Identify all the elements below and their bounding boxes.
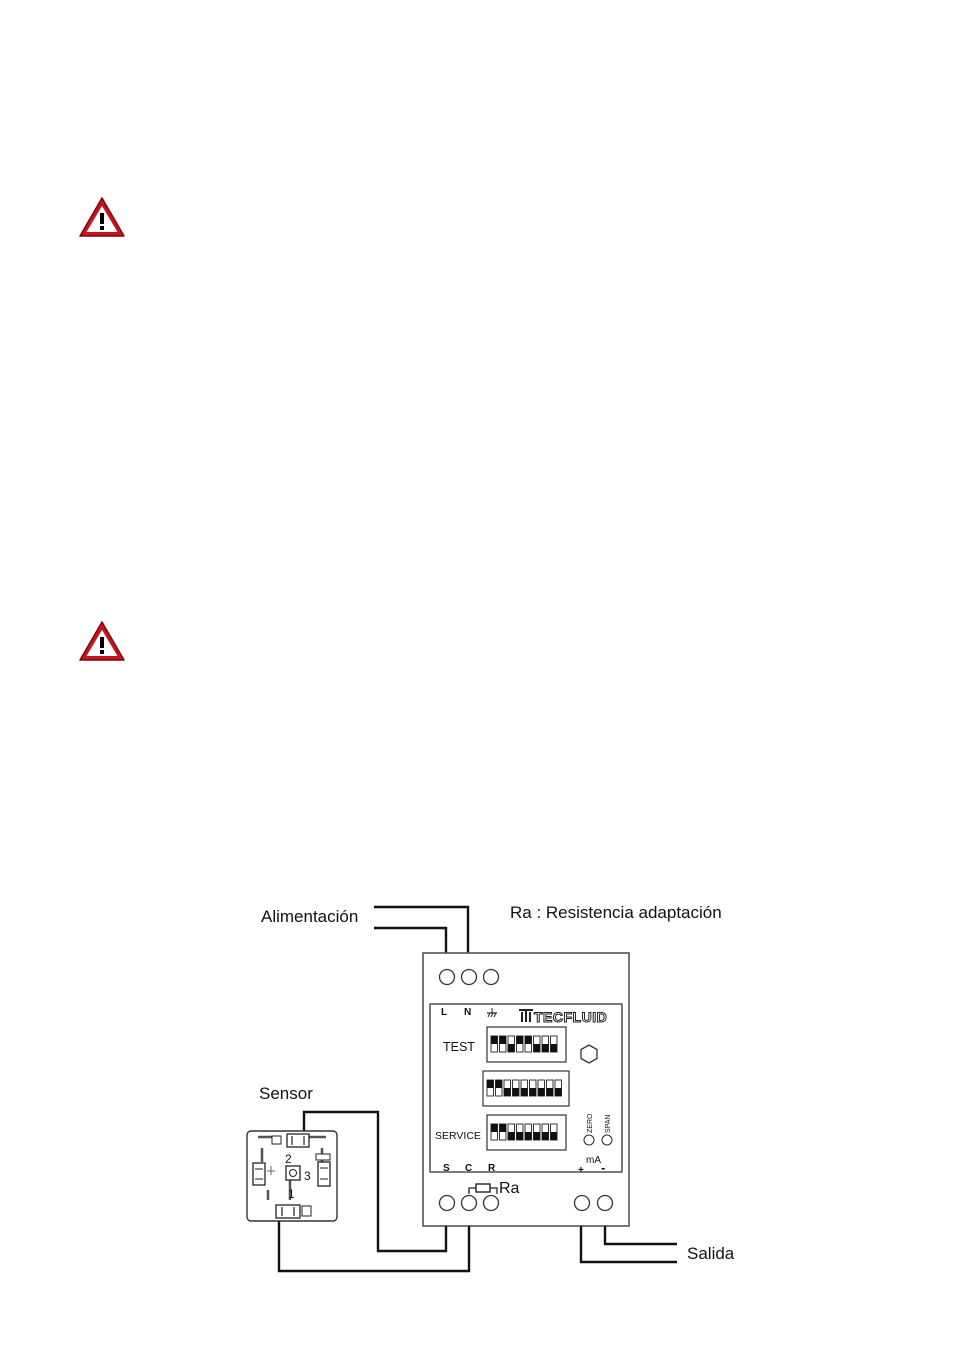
output-wire-plus	[579, 1226, 677, 1264]
span-potentiometer	[601, 1134, 613, 1146]
terminal-minus	[596, 1194, 614, 1212]
dip-switch-knob	[504, 1088, 511, 1096]
power-wire-n	[374, 905, 470, 953]
dip-switch-knob	[542, 1132, 549, 1140]
warning-triangle-icon	[79, 621, 125, 661]
terminal-r-label: R	[488, 1163, 496, 1174]
power-wire-l	[374, 926, 448, 953]
dip-switch-knob	[508, 1044, 515, 1052]
terminal-minus-label: -	[601, 1160, 605, 1175]
sensor-pin-1-label: 1	[288, 1187, 295, 1201]
sensor-pin-3-label: 3	[304, 1169, 311, 1183]
dip-switch-knob	[521, 1088, 528, 1096]
terminal-plus	[573, 1194, 591, 1212]
terminal-ground	[482, 968, 500, 986]
terminal-r	[482, 1194, 500, 1212]
dip-switch-knob	[516, 1036, 523, 1044]
tecfluid-logo: TECFLUID	[519, 1009, 607, 1026]
dip-switch-knob	[495, 1080, 502, 1088]
fixing-screw-icon	[580, 1044, 598, 1064]
span-label: SPAN	[605, 1114, 612, 1133]
ra-resistor-icon	[475, 1183, 491, 1193]
sensor-wire-s	[302, 1110, 448, 1253]
terminal-c-label: C	[465, 1163, 472, 1174]
dip-switch-knob	[529, 1088, 536, 1096]
dip-switch-knob	[533, 1132, 540, 1140]
dip-switch-knob	[508, 1132, 515, 1140]
dip-switch-knob	[546, 1088, 553, 1096]
dip-switch-knob	[550, 1132, 557, 1140]
output-wire-minus	[603, 1226, 677, 1246]
label-ra: Ra	[499, 1180, 520, 1197]
ra-resistor-leads	[468, 1187, 498, 1194]
dip-switch-knob	[533, 1044, 540, 1052]
terminal-n	[460, 968, 478, 986]
dip-switch-knob	[491, 1124, 498, 1132]
dip-switch-knob	[525, 1132, 532, 1140]
dip-switch-knob	[499, 1036, 506, 1044]
dip-switch-knob	[512, 1088, 519, 1096]
dip-switch-knob	[516, 1132, 523, 1140]
sensor-pin-2-label: 2	[285, 1152, 292, 1166]
dip-switch-knob	[550, 1044, 557, 1052]
terminal-n-label: N	[464, 1007, 471, 1018]
dip-switch-knob	[538, 1088, 545, 1096]
terminal-l	[438, 968, 456, 986]
service-label: SERVICE	[435, 1130, 481, 1142]
terminal-s-label: S	[443, 1163, 450, 1174]
dip-switch-knob	[491, 1036, 498, 1044]
label-sensor: Sensor	[259, 1084, 313, 1103]
test-label: TEST	[443, 1040, 475, 1054]
dip-switch-knob	[542, 1044, 549, 1052]
sensor-wire-c	[277, 1215, 471, 1273]
dip-switch-knob	[487, 1080, 494, 1088]
sensor-connector	[246, 1130, 338, 1222]
zero-potentiometer	[583, 1134, 595, 1146]
dip-switch-knob	[525, 1036, 532, 1044]
terminal-plus-label: +	[578, 1165, 584, 1176]
terminal-s	[438, 1194, 456, 1212]
dip-switch-knob	[499, 1124, 506, 1132]
terminal-l-label: L	[441, 1007, 447, 1018]
dip-switch-knob	[555, 1088, 562, 1096]
ma-label: mA	[586, 1155, 601, 1166]
svg-text:TECFLUID: TECFLUID	[534, 1009, 607, 1025]
label-ra-legend: Ra : Resistencia adaptación	[510, 903, 722, 922]
zero-label: ZERO	[587, 1113, 594, 1133]
warning-triangle-icon	[79, 197, 125, 237]
label-alimentacion: Alimentación	[261, 907, 358, 926]
ground-symbol-icon	[487, 1008, 497, 1018]
label-salida: Salida	[687, 1244, 735, 1263]
terminal-c	[460, 1194, 478, 1212]
